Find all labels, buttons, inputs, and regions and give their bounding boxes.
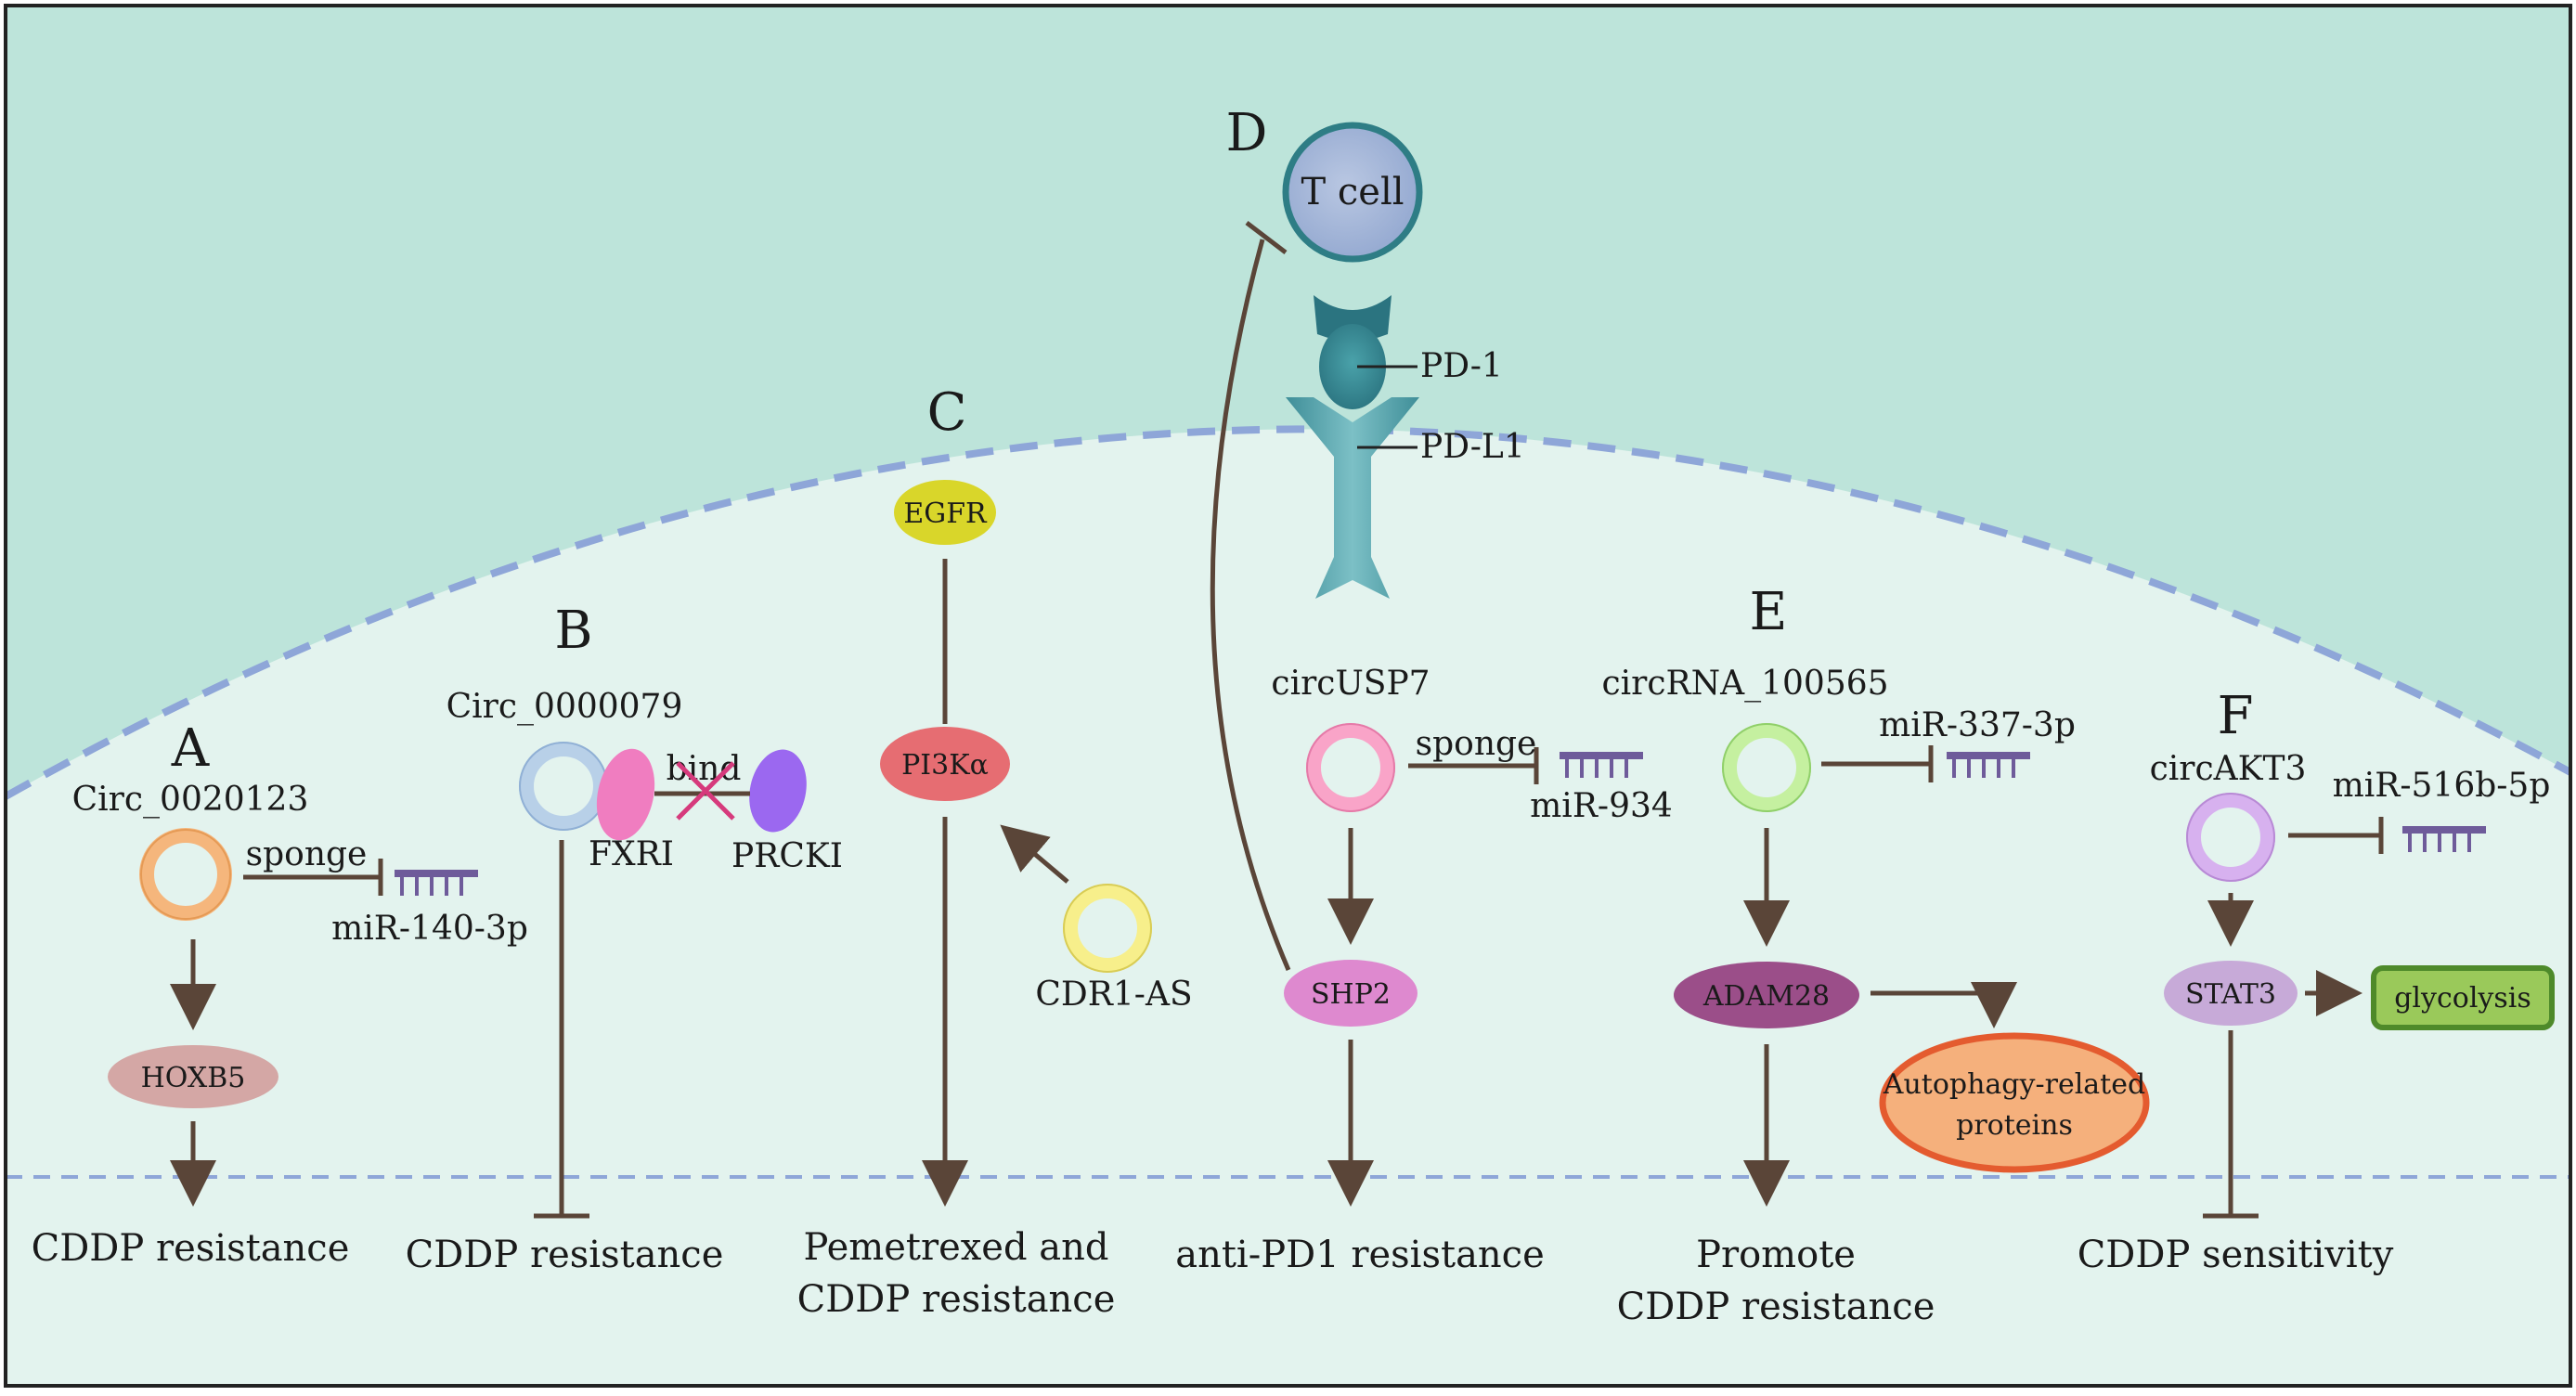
panel-a-mirna-label: miR-140-3p: [331, 910, 528, 948]
pi3k-node: [880, 727, 1010, 801]
panel-e-mirna-label: miR-337-3p: [1879, 706, 2076, 744]
panel-c-letter: C: [927, 382, 967, 443]
figure-border: [4, 4, 2572, 1388]
fxri-label: FXRI: [589, 835, 674, 873]
panel-d-circ-label: circUSP7: [1271, 665, 1430, 703]
pd1-receptor: [1319, 324, 1386, 409]
panel-b: B Circ_0000079 FXRI PRCKI bind CDDP resi…: [406, 601, 843, 1276]
mirna-934-glyph: [1560, 752, 1643, 778]
prcki-protein: [749, 749, 807, 833]
panel-f-mirna-label: miR-516b-5p: [2333, 767, 2551, 805]
panel-b-outcome: CDDP resistance: [406, 1234, 724, 1276]
panel-e-letter: E: [1750, 582, 1788, 642]
pdl1-label: PD-L1: [1420, 428, 1525, 466]
panel-c-outcome-line2: CDDP resistance: [797, 1278, 1116, 1321]
t-cell-label: T cell: [1301, 171, 1404, 213]
glycolysis-label: glycolysis: [2394, 982, 2531, 1015]
autophagy-label-line1: Autophagy-related: [1883, 1068, 2145, 1101]
panel-d: D T cell PD-1 PD-L1 circUSP7 sponge: [1175, 103, 1673, 1276]
panel-f-letter: F: [2218, 686, 2254, 746]
panel-a: A Circ_0020123 sponge miR-140-3p HOXB5 C…: [32, 718, 528, 1270]
panel-e-arrow-2: [1871, 982, 2017, 1028]
panel-f-circ-label: circAKT3: [2150, 750, 2307, 788]
panel-d-outcome: anti-PD1 resistance: [1175, 1234, 1545, 1276]
circusp7-ring: [1306, 723, 1395, 812]
circ-0020123-ring: [139, 828, 232, 921]
panel-d-sponge-label: sponge: [1416, 725, 1537, 763]
shp2-tcell-inhibit-curve: [1210, 239, 1291, 971]
cdr1-as-ring: [1063, 884, 1152, 973]
panel-a-outcome: CDDP resistance: [32, 1227, 350, 1270]
t-cell: [1282, 122, 1423, 263]
egfr-label: EGFR: [903, 498, 988, 530]
hoxb5-node: [108, 1045, 278, 1108]
pd1-label: PD-1: [1420, 347, 1503, 385]
pd1-cup: [1314, 295, 1392, 342]
mirna-337-3p-glyph: [1947, 752, 2030, 778]
panel-c: C EGFR PI3Kα CDR1-AS Pemetrexed and CDDP…: [797, 382, 1193, 1321]
hoxb5-label: HOXB5: [141, 1062, 246, 1094]
adam28-label: ADAM28: [1702, 980, 1830, 1013]
autophagy-label-line2: proteins: [1956, 1109, 2073, 1142]
panel-e-circ-label: circRNA_100565: [1601, 665, 1888, 703]
panel-e-outcome-line1: Promote: [1696, 1234, 1856, 1276]
panel-e: E circRNA_100565 miR-337-3p ADAM28 Autop…: [1601, 582, 2150, 1328]
cdr1-as-arrow: [1000, 824, 1069, 884]
panel-f: F circAKT3 miR-516b-5p STAT3 glycolysis …: [2078, 686, 2555, 1276]
circakt3-ring: [2186, 793, 2275, 882]
panel-b-circ-label: Circ_0000079: [447, 688, 683, 726]
cdr1-as-label: CDR1-AS: [1035, 976, 1192, 1014]
egfr-node: [894, 480, 996, 545]
stat3-node: [2164, 961, 2298, 1026]
panel-f-outcome: CDDP sensitivity: [2078, 1234, 2394, 1276]
panel-d-letter: D: [1226, 103, 1268, 163]
panel-d-mirna-label: miR-934: [1530, 787, 1673, 825]
glycolysis-box: [2371, 965, 2555, 1030]
shp2-label: SHP2: [1311, 978, 1391, 1011]
pi3k-label: PI3Kα: [901, 749, 989, 782]
circrna-100565-ring: [1722, 723, 1811, 812]
fxri-protein: [596, 748, 655, 841]
shp2-tcell-inhibit-bar: [1245, 221, 1288, 254]
shp2-node: [1284, 960, 1417, 1027]
panel-a-sponge-label: sponge: [246, 835, 368, 873]
blocked-cross-icon: [676, 761, 735, 821]
cell-membrane: [4, 425, 2572, 800]
prcki-label: PRCKI: [731, 837, 843, 875]
panel-c-outcome-line1: Pemetrexed and: [803, 1226, 1108, 1269]
mirna-516b-5p-glyph: [2402, 826, 2486, 852]
panel-a-letter: A: [171, 718, 210, 779]
pdl1-receptor: [1286, 397, 1419, 599]
mirna-140-3p-glyph: [395, 870, 478, 896]
panel-b-letter: B: [554, 601, 592, 661]
stat3-label: STAT3: [2185, 978, 2276, 1011]
panel-a-circ-label: Circ_0020123: [72, 781, 309, 819]
autophagy-proteins-node: [1879, 1032, 2150, 1173]
panel-e-outcome-line2: CDDP resistance: [1617, 1286, 1935, 1328]
adam28-node: [1674, 962, 1859, 1028]
